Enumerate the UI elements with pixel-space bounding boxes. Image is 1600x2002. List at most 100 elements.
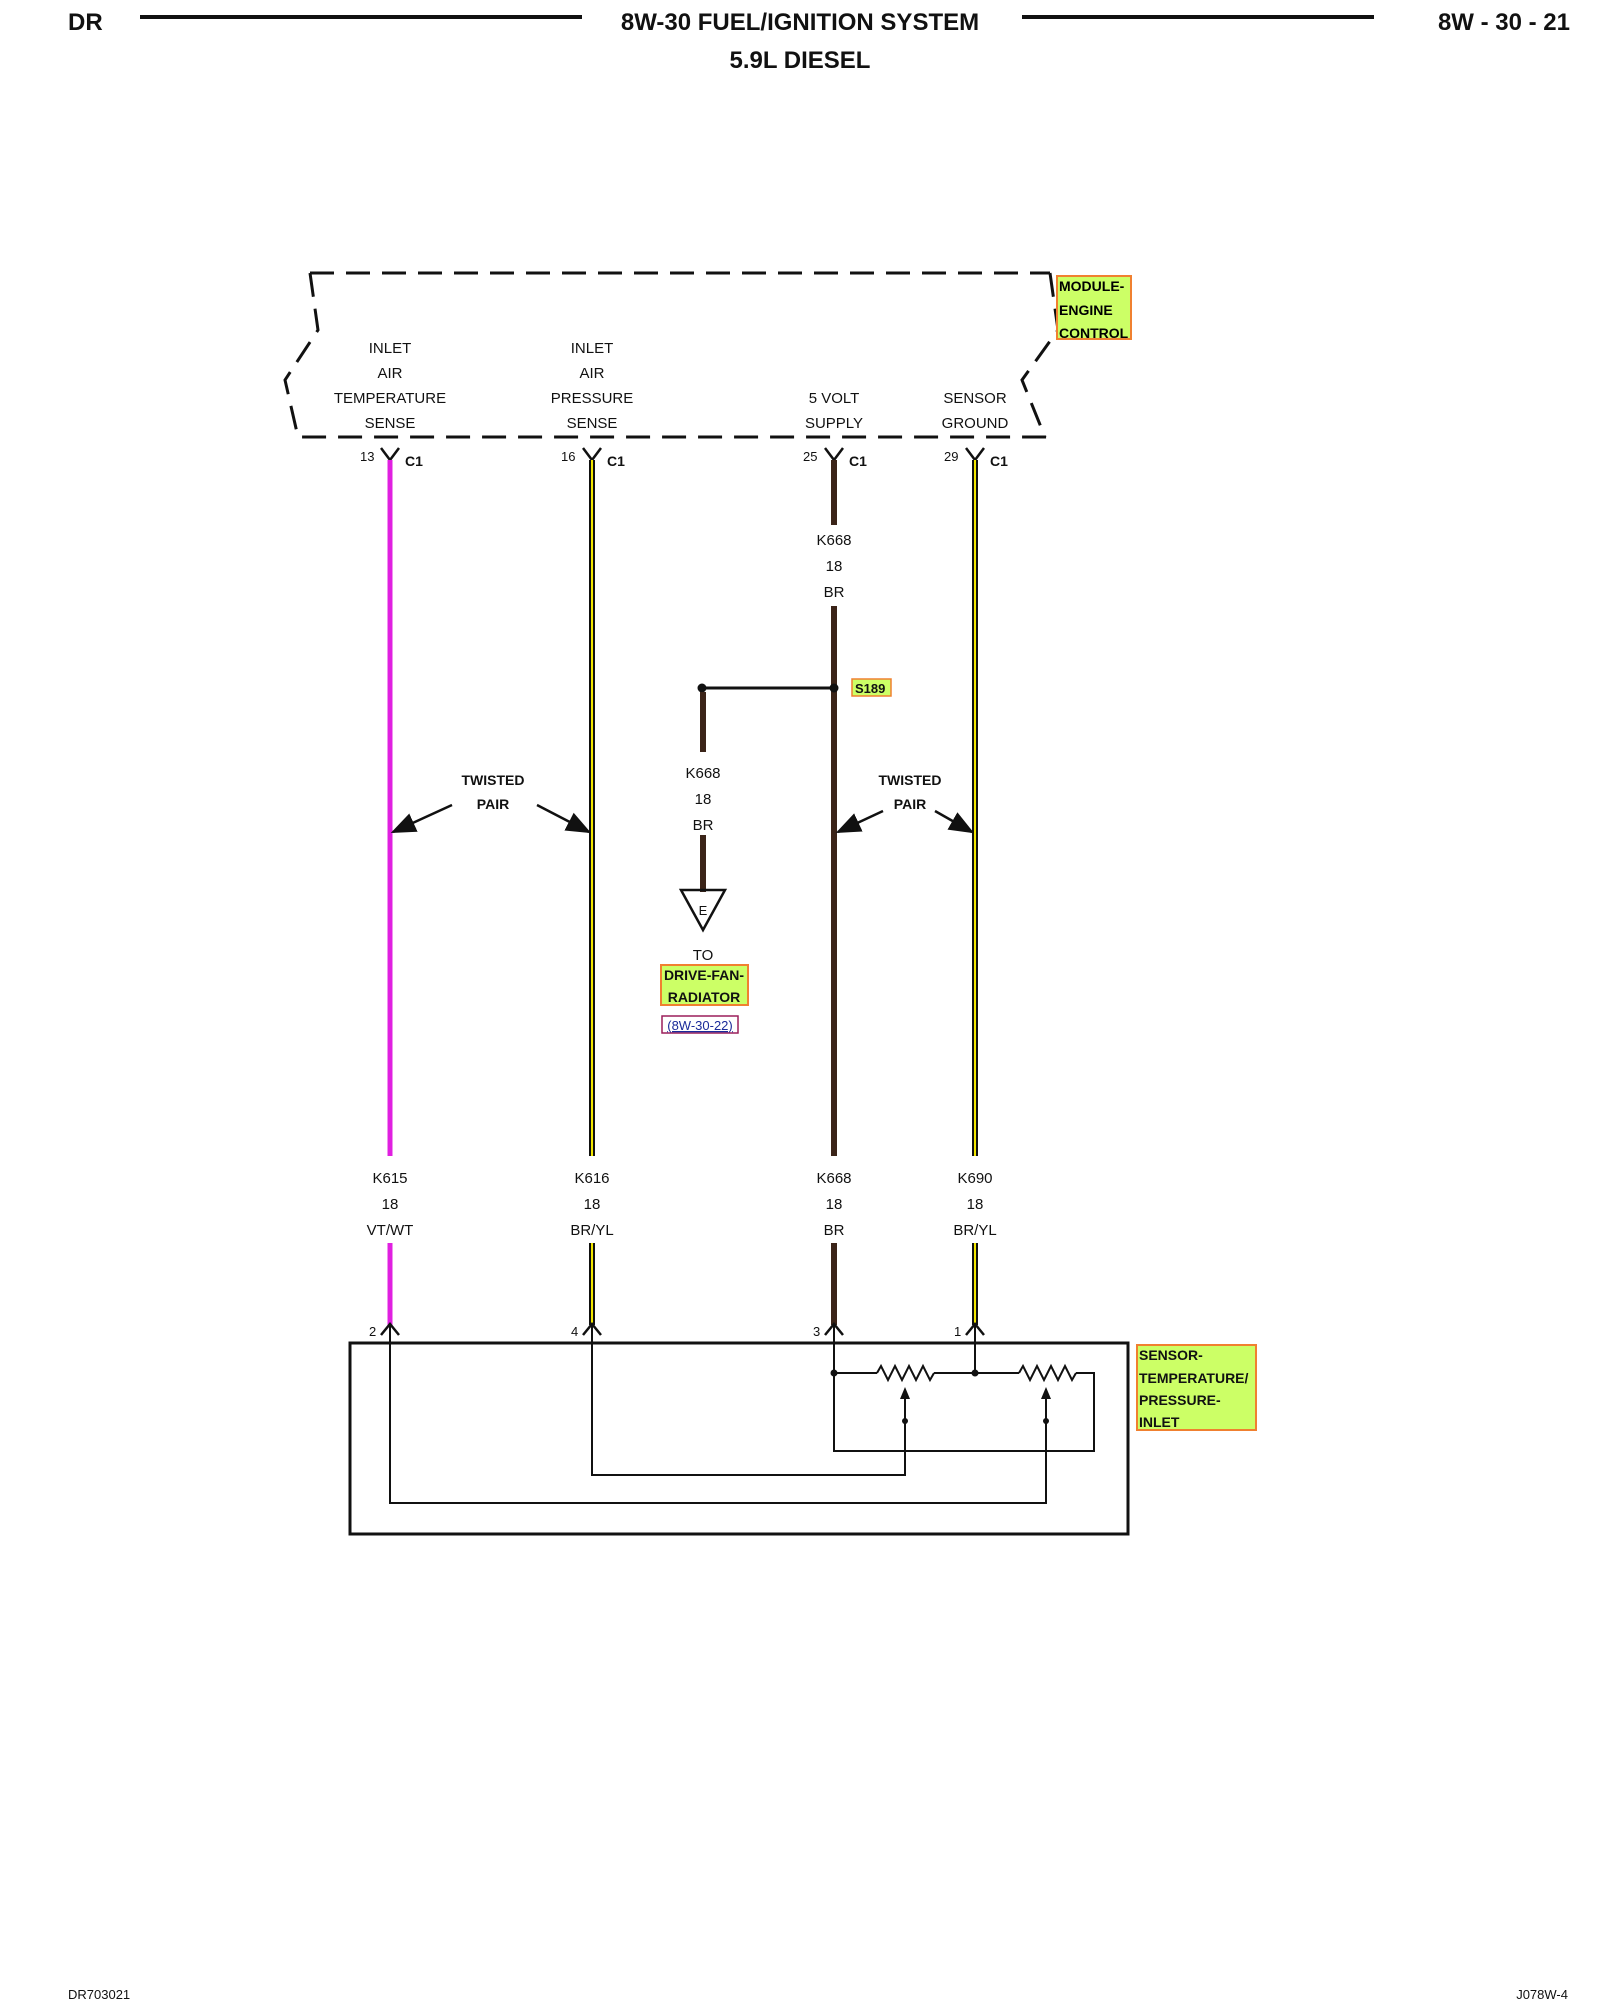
twisted-pair-right-arrow-a	[835, 809, 884, 834]
lower-wire-3-circuit: K668	[816, 1170, 851, 1187]
lower-wire-labels: K615 18 VT/WT K616 18 BR/YL K668 18 BR K…	[367, 1170, 997, 1239]
twisted-pair-left-line1: TWISTED	[462, 772, 525, 788]
lower-wire-2-circuit: K616	[574, 1170, 609, 1187]
lower-wire-1-color: VT/WT	[367, 1222, 414, 1239]
twisted-pair-right-arrow-b	[934, 809, 975, 834]
top-connector-pin29	[965, 447, 985, 463]
wiper-arrow-1	[900, 1387, 910, 1399]
top-connector-label-29: C1	[990, 453, 1008, 469]
top-connector-pin25	[824, 447, 844, 463]
top-connector-label-13: C1	[405, 453, 423, 469]
module-outline-right	[1020, 272, 1060, 438]
upper-wire-circuit: K668	[816, 532, 851, 549]
branch-wire-color: BR	[693, 817, 714, 834]
lower-wire-2-color: BR/YL	[570, 1222, 613, 1239]
sensor-internal-circuit	[389, 1325, 1095, 1504]
lower-wire-2-gauge: 18	[584, 1196, 601, 1213]
splice-label: S189	[855, 681, 885, 696]
sensor-label-line3: PRESSURE-	[1139, 1392, 1221, 1408]
upper-wire-gauge: 18	[826, 558, 843, 575]
bottom-connector-pin2	[380, 1322, 400, 1336]
header-page-number: 8W - 30 - 21	[1437, 9, 1570, 36]
module-label-line3: CONTROL	[1059, 325, 1129, 341]
module-label-line1: MODULE-	[1059, 278, 1125, 294]
twisted-pair-left-arrow-a	[390, 803, 453, 834]
lower-wire-4-circuit: K690	[957, 1170, 992, 1187]
pin1-func-line1: INLET	[369, 340, 412, 357]
top-pin-numbers: 13 16 25 29	[360, 449, 958, 464]
branch-wire-gauge: 18	[695, 791, 712, 808]
upper-wire-label: K668 18 BR	[816, 532, 851, 601]
pin2-func-line1: INLET	[571, 340, 614, 357]
twisted-pair-right-line2: PAIR	[894, 796, 926, 812]
splice-s189: S189	[697, 678, 892, 697]
connector-e-symbol	[678, 888, 728, 933]
splice-dot	[829, 683, 839, 693]
pin2-func-line3: PRESSURE	[551, 390, 634, 407]
sensor-label-line1: SENSOR-	[1139, 1347, 1203, 1363]
pin2-func-line2: AIR	[579, 365, 604, 382]
sensor-label-box: SENSOR- TEMPERATURE/ PRESSURE- INLET	[1136, 1344, 1257, 1431]
branch-junction-dot	[697, 683, 707, 693]
pin3-func-line2: SUPPLY	[805, 415, 863, 432]
bottom-pin-number-1: 1	[954, 1324, 961, 1339]
bottom-connector-pin3	[824, 1322, 844, 1336]
bottom-pin-number-3: 3	[813, 1324, 820, 1339]
inlet-sensor	[348, 1325, 1130, 1536]
header-subtitle: 5.9L DIESEL	[729, 47, 871, 74]
fan-reference-link[interactable]: (8W-30-22)	[661, 1015, 739, 1034]
fan-reference-text: (8W-30-22)	[667, 1018, 733, 1033]
sensor-label-line2: TEMPERATURE/	[1139, 1370, 1249, 1386]
lower-wire-3-color: BR	[824, 1222, 845, 1239]
lower-wire-3-gauge: 18	[826, 1196, 843, 1213]
footer-right-code: J078W-4	[1516, 1987, 1568, 2002]
engine-control-module	[283, 271, 1060, 439]
top-connector-pin13	[380, 447, 400, 463]
bottom-pin-number-4: 4	[571, 1324, 578, 1339]
bottom-connector-symbols	[380, 1322, 985, 1336]
top-pin-number-16: 16	[561, 449, 575, 464]
branch-wire-circuit: K668	[685, 765, 720, 782]
top-connector-label-25: C1	[849, 453, 867, 469]
twisted-pair-left-arrow-b	[536, 803, 592, 834]
top-pin-number-25: 25	[803, 449, 817, 464]
twisted-pair-right: TWISTED PAIR	[835, 772, 975, 834]
bottom-connector-pin1	[965, 1322, 985, 1336]
top-connector-symbols	[380, 447, 985, 463]
pin4-func-line1: SENSOR	[943, 390, 1007, 407]
branch-to-label: TO	[693, 947, 714, 964]
module-outline-left-bottom	[283, 272, 1050, 439]
pin2-func-line4: SENSE	[567, 415, 618, 432]
twisted-pair-left: TWISTED PAIR	[390, 772, 592, 834]
footer-left-code: DR703021	[68, 1987, 131, 2002]
sensor-outline	[348, 1341, 1130, 1536]
bottom-connector-pin4	[582, 1322, 602, 1336]
twisted-pair-right-line1: TWISTED	[879, 772, 942, 788]
pin1-func-line3: TEMPERATURE	[334, 390, 446, 407]
wiper-arrow-2	[1041, 1387, 1051, 1399]
header-rule-left	[140, 15, 582, 19]
header-left-code: DR	[68, 9, 103, 36]
connector-e-letter: E	[699, 903, 708, 918]
top-pin-number-13: 13	[360, 449, 374, 464]
module-pin-labels: INLET AIR TEMPERATURE SENSE INLET AIR PR…	[334, 340, 1009, 432]
upper-wire-color: BR	[824, 584, 845, 601]
module-label-line2: ENGINE	[1059, 302, 1113, 318]
sensor-label-line4: INLET	[1139, 1414, 1180, 1430]
top-connector-pin16	[582, 447, 602, 463]
branch-dest-line2: RADIATOR	[668, 989, 741, 1005]
bottom-pin-numbers: 2 4 3 1	[369, 1324, 961, 1339]
pin3-func-line1: 5 VOLT	[809, 390, 860, 407]
header-rule-right	[1022, 15, 1374, 19]
lower-wire-1-gauge: 18	[382, 1196, 399, 1213]
pin1-func-line2: AIR	[377, 365, 402, 382]
lower-wire-4-color: BR/YL	[953, 1222, 996, 1239]
module-label-box: MODULE- ENGINE CONTROL	[1056, 275, 1132, 341]
bottom-pin-number-2: 2	[369, 1324, 376, 1339]
branch-dest-line1: DRIVE-FAN-	[664, 967, 744, 983]
lower-wire-4-gauge: 18	[967, 1196, 984, 1213]
top-pin-number-29: 29	[944, 449, 958, 464]
top-connector-labels: C1 C1 C1 C1	[405, 453, 1008, 469]
header-title: 8W-30 FUEL/IGNITION SYSTEM	[620, 9, 980, 36]
